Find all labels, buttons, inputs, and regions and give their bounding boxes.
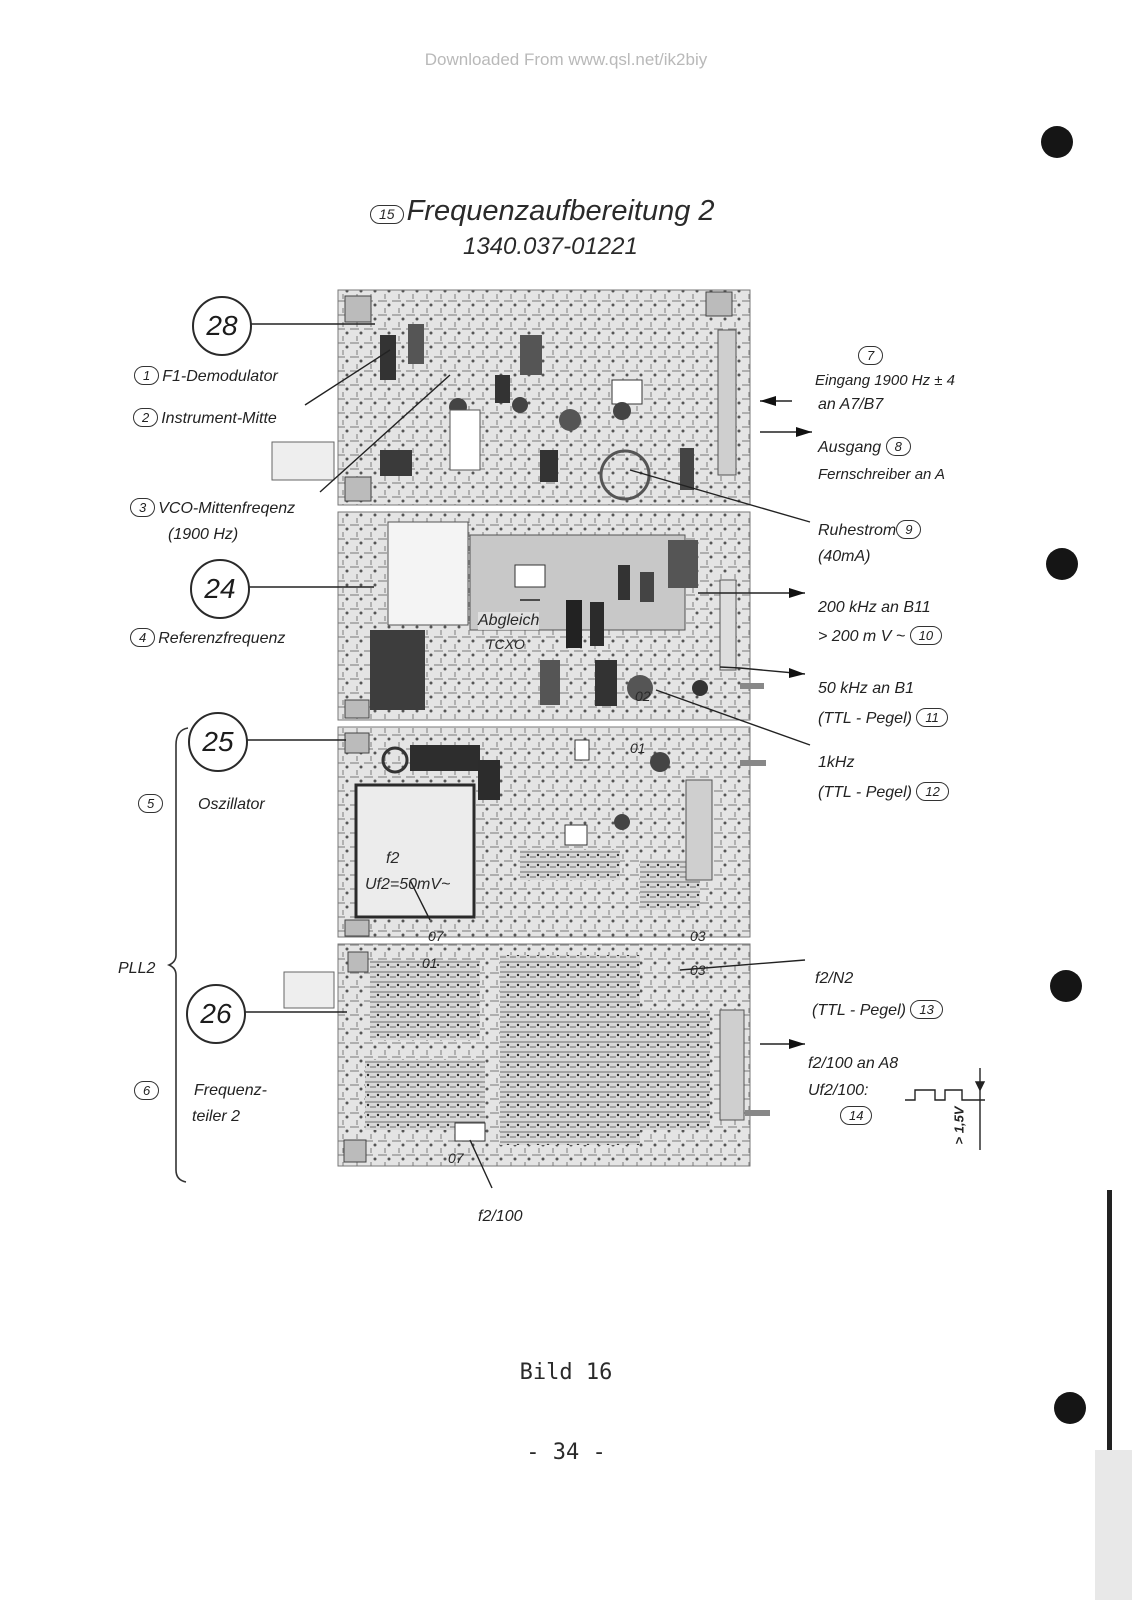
testpoint-02-ref: 02 xyxy=(635,688,651,704)
label-13-f2-n2: f2/N2 xyxy=(815,970,854,987)
label-12-ttl: (TTL - Pegel) 12 xyxy=(818,782,952,802)
label-10-level: > 200 m V ~ 10 xyxy=(818,626,945,646)
label-14-voltage: > 1,5V xyxy=(951,1106,967,1145)
testpoint-07-osc: 07 xyxy=(428,928,444,944)
binder-hole-2 xyxy=(1046,548,1078,580)
label-10-200khz: 200 kHz an B11 xyxy=(818,599,931,616)
board-demodulator xyxy=(271,289,751,506)
board-reference xyxy=(337,511,764,721)
binder-hole-4 xyxy=(1054,1392,1086,1424)
label-14-num: 14 xyxy=(840,1106,875,1126)
label-8-ausgang: Ausgang 8 xyxy=(818,437,914,457)
board-label-tcxo: TCXO xyxy=(486,636,525,652)
title-number: 15 xyxy=(370,205,404,224)
label-8-fernschreiber: Fernschreiber an A xyxy=(818,466,946,483)
label-14-f2-100: f2/100 an A8 xyxy=(808,1055,899,1072)
part-number: 1340.037-01221 xyxy=(463,233,638,260)
board-number-28: 28 xyxy=(192,296,252,356)
label-14-uf2: Uf2/100: xyxy=(808,1082,869,1099)
board-oscillator xyxy=(337,726,766,938)
label-3-frequency: (1900 Hz) xyxy=(168,526,239,543)
label-7-num: 7 xyxy=(858,346,886,366)
testpoint-07-div: 07 xyxy=(448,1150,464,1166)
board-label-abgleich: Abgleich xyxy=(478,612,540,630)
label-pll2: PLL2 xyxy=(118,960,156,977)
label-5-oszillator: Oszillator xyxy=(198,796,265,813)
label-11-ttl: (TTL - Pegel) 11 xyxy=(818,708,951,728)
board-label-f2: f2 xyxy=(386,850,400,867)
board-label-uf2: Uf2=50mV~ xyxy=(365,876,451,893)
download-watermark: Downloaded From www.qsl.net/ik2biy xyxy=(424,50,708,69)
testpoint-01-osc: 01 xyxy=(630,740,646,756)
label-13-ttl: (TTL - Pegel) 13 xyxy=(812,1000,946,1020)
label-11-50khz: 50 kHz an B1 xyxy=(818,680,915,697)
label-5-num: 5 xyxy=(138,794,166,814)
testpoint-03-osc: 03 xyxy=(690,928,706,944)
label-6-num: 6 xyxy=(134,1081,162,1101)
label-7-an-a7b7: an A7/B7 xyxy=(818,396,884,413)
label-f2-100-bottom: f2/100 xyxy=(478,1208,523,1225)
binder-hole-1 xyxy=(1041,126,1073,158)
board-number-26: 26 xyxy=(186,984,246,1044)
board-number-25: 25 xyxy=(188,712,248,772)
binder-hole-3 xyxy=(1050,970,1082,1002)
label-12-1khz: 1kHz xyxy=(818,754,855,771)
label-9-current: (40mA) xyxy=(818,548,871,565)
page-number: - 34 - xyxy=(526,1440,606,1465)
testpoint-01-div: 01 xyxy=(422,955,438,971)
figure-caption: Bild 16 xyxy=(519,1360,613,1385)
label-7-eingang: Eingang 1900 Hz ± 4 xyxy=(815,372,955,389)
title-text: Frequenzaufbereitung 2 xyxy=(406,195,715,227)
testpoint-03-div: 03 xyxy=(690,962,706,978)
label-6-frequenzteiler: Frequenz- xyxy=(194,1082,267,1099)
board-number-24: 24 xyxy=(190,559,250,619)
board-divider xyxy=(283,943,770,1167)
label-6-teiler: teiler 2 xyxy=(192,1108,241,1125)
